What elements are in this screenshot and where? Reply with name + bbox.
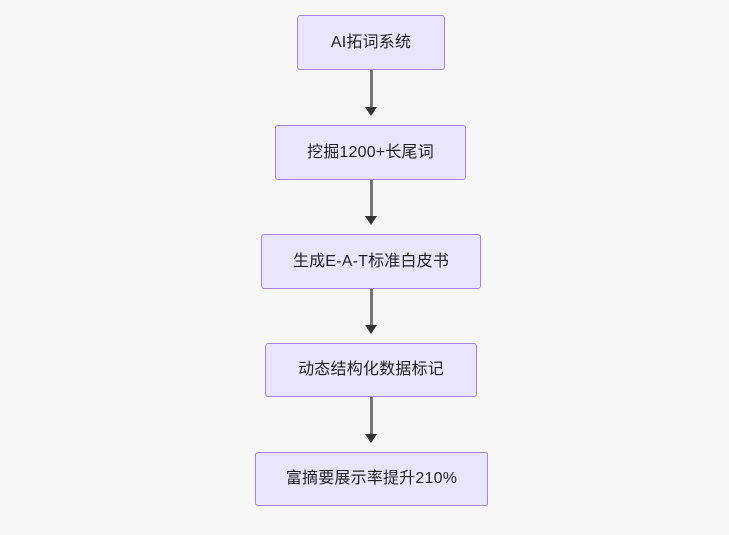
edge-line (369, 397, 373, 434)
arrowhead-icon (365, 325, 377, 334)
flow-node-mine-longtail-keywords[interactable]: 挖掘1200+长尾词 (275, 125, 466, 180)
flow-node-rich-snippet-impression-lift[interactable]: 富摘要展示率提升210% (255, 452, 488, 506)
arrowhead-icon (365, 216, 377, 225)
flow-node-label: 挖掘1200+长尾词 (307, 143, 434, 161)
edge-line (369, 180, 373, 216)
flow-node-label: 生成E-A-T标准白皮书 (292, 252, 450, 270)
flow-node-generate-eat-whitepaper[interactable]: 生成E-A-T标准白皮书 (261, 234, 481, 289)
edge-line (369, 70, 373, 107)
arrowhead-icon (365, 107, 377, 116)
flow-node-label: AI拓词系统 (330, 33, 412, 51)
flow-node-dynamic-structured-data-markup[interactable]: 动态结构化数据标记 (265, 343, 477, 397)
flow-node-label: 动态结构化数据标记 (298, 361, 444, 378)
flow-node-label: 富摘要展示率提升210% (285, 470, 458, 487)
flow-node-ai-keyword-system[interactable]: AI拓词系统 (297, 15, 445, 70)
arrowhead-icon (365, 434, 377, 443)
edge-line (369, 289, 373, 325)
